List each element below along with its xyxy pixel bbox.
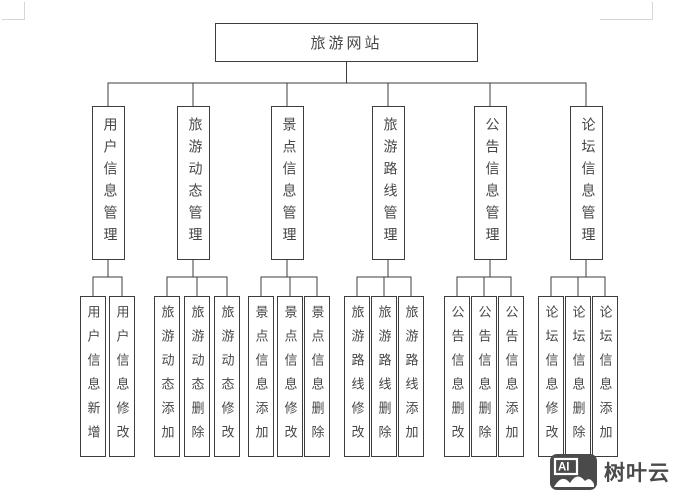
module-box-notice: 公告信息管理 <box>474 106 507 260</box>
page-margin-mark-top-right-vertical <box>652 2 653 20</box>
function-box-forum-add: 论坛信息添加 <box>592 296 618 457</box>
function-box-travel-news-edit: 旅游动态修改 <box>214 296 240 457</box>
logo-ai-text: AI <box>558 462 570 474</box>
module-box-forum: 论坛信息管理 <box>570 106 603 260</box>
function-box-notice-add: 公告信息添加 <box>498 296 524 457</box>
watermark: AI 树叶云 <box>550 454 670 490</box>
function-box-scenic-add: 景点信息添加 <box>248 296 274 457</box>
module-box-user-info: 用户信息管理 <box>92 106 125 260</box>
function-box-route-add: 旅游路线添加 <box>398 296 424 457</box>
function-box-travel-news-delete: 旅游动态删除 <box>184 296 210 457</box>
function-box-travel-news-add: 旅游动态添加 <box>154 296 180 457</box>
root-box-travel-website: 旅游网站 <box>215 23 478 62</box>
module-box-route: 旅游路线管理 <box>372 106 405 260</box>
function-box-notice-delete: 公告信息删除 <box>471 296 497 457</box>
function-box-scenic-delete: 景点信息删除 <box>304 296 330 457</box>
function-box-forum-edit: 论坛信息修改 <box>538 296 564 457</box>
page-margin-mark-top-left-horizontal <box>2 19 25 20</box>
function-box-user-info-add: 用户信息新增 <box>80 296 106 457</box>
page-margin-mark-top-right-horizontal <box>600 19 652 20</box>
function-box-notice-delete-edit: 公告信息删改 <box>444 296 470 457</box>
function-box-user-info-edit: 用户信息修改 <box>109 296 135 457</box>
module-box-travel-news: 旅游动态管理 <box>177 106 210 260</box>
watermark-brand-text: 树叶云 <box>604 462 670 485</box>
page-margin-mark-top-left-vertical <box>24 2 25 20</box>
function-box-forum-delete: 论坛信息删除 <box>565 296 591 457</box>
ai-photo-logo-icon: AI <box>550 454 597 490</box>
function-box-route-edit: 旅游路线修改 <box>344 296 370 457</box>
mountain-shape <box>554 476 594 487</box>
function-box-scenic-edit: 景点信息修改 <box>277 296 303 457</box>
function-box-route-delete: 旅游路线删除 <box>371 296 397 457</box>
module-box-scenic-info: 景点信息管理 <box>271 106 304 260</box>
